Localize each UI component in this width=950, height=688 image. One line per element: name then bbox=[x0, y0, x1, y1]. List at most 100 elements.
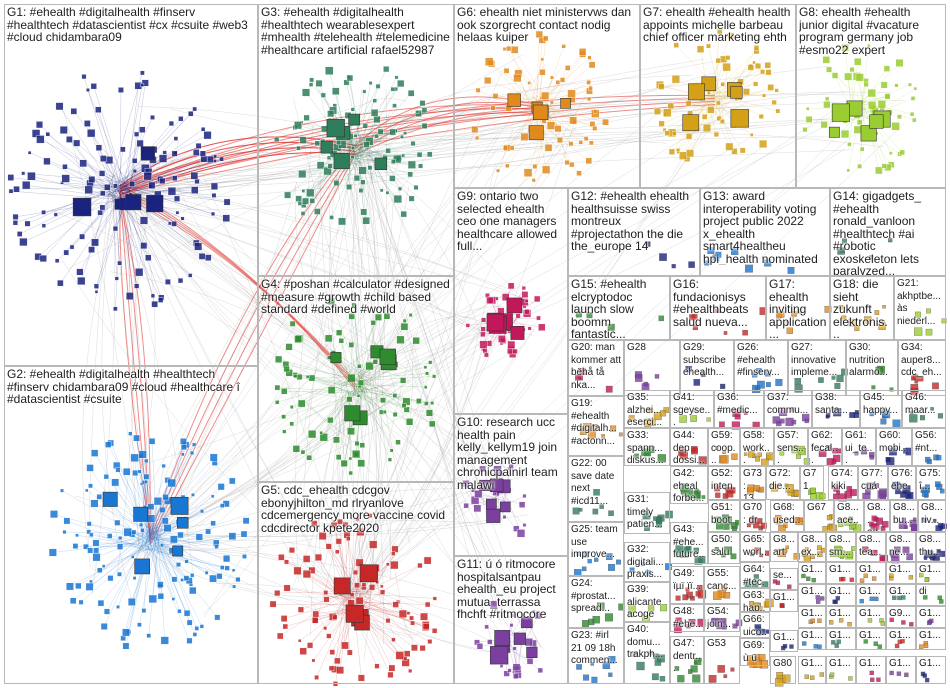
node bbox=[814, 644, 818, 648]
node bbox=[300, 648, 307, 655]
node bbox=[628, 612, 633, 617]
node bbox=[912, 118, 916, 122]
avatar-node bbox=[346, 605, 363, 622]
node bbox=[800, 518, 804, 522]
node bbox=[706, 44, 710, 48]
node bbox=[19, 238, 27, 246]
avatar-node bbox=[521, 617, 532, 628]
node bbox=[393, 602, 399, 608]
node bbox=[54, 213, 58, 217]
node bbox=[744, 453, 747, 456]
node bbox=[764, 259, 771, 266]
node bbox=[100, 191, 105, 196]
node bbox=[147, 515, 155, 523]
node bbox=[503, 146, 508, 151]
node bbox=[383, 410, 386, 413]
node bbox=[849, 319, 856, 326]
node bbox=[196, 143, 201, 148]
node bbox=[803, 127, 808, 132]
node bbox=[708, 106, 715, 113]
node bbox=[505, 164, 509, 168]
node bbox=[148, 504, 154, 510]
node bbox=[659, 235, 662, 238]
node bbox=[909, 622, 913, 626]
node bbox=[557, 137, 562, 142]
node bbox=[187, 638, 193, 644]
node bbox=[275, 400, 279, 404]
node bbox=[724, 331, 727, 334]
node bbox=[643, 512, 650, 519]
node bbox=[811, 619, 815, 623]
node bbox=[474, 490, 482, 498]
avatar-node bbox=[514, 633, 526, 645]
node bbox=[215, 615, 220, 620]
node bbox=[174, 196, 180, 202]
node bbox=[919, 645, 923, 649]
node bbox=[754, 485, 760, 491]
node bbox=[358, 675, 365, 682]
node bbox=[717, 621, 725, 629]
node bbox=[721, 82, 725, 86]
edge bbox=[70, 548, 145, 587]
node bbox=[188, 274, 192, 278]
node bbox=[931, 407, 934, 410]
node bbox=[929, 555, 932, 558]
node bbox=[371, 320, 376, 325]
node bbox=[576, 664, 581, 669]
node bbox=[375, 664, 380, 669]
node bbox=[694, 548, 699, 553]
node bbox=[508, 669, 512, 673]
node bbox=[694, 379, 700, 385]
node bbox=[693, 409, 696, 412]
node bbox=[358, 380, 364, 386]
avatar-node bbox=[327, 119, 345, 137]
avatar-node bbox=[177, 517, 188, 528]
node bbox=[707, 418, 711, 422]
node bbox=[211, 521, 216, 526]
node bbox=[841, 130, 849, 138]
node bbox=[389, 665, 395, 671]
node bbox=[172, 151, 178, 157]
node bbox=[304, 115, 310, 121]
node bbox=[633, 652, 638, 657]
node bbox=[380, 590, 385, 595]
node bbox=[756, 606, 762, 612]
node bbox=[882, 305, 885, 308]
node bbox=[569, 162, 574, 167]
node bbox=[116, 605, 119, 608]
node bbox=[131, 454, 139, 462]
node bbox=[91, 83, 97, 89]
node bbox=[754, 660, 762, 668]
node bbox=[569, 142, 573, 146]
avatar-node bbox=[486, 499, 496, 509]
node bbox=[854, 126, 862, 134]
node bbox=[79, 234, 84, 239]
node bbox=[196, 534, 203, 541]
avatar-node bbox=[527, 647, 538, 658]
node bbox=[644, 525, 649, 530]
node bbox=[686, 150, 693, 157]
node bbox=[528, 81, 531, 84]
node bbox=[392, 104, 396, 108]
node bbox=[759, 654, 765, 660]
node bbox=[357, 364, 361, 368]
node bbox=[840, 248, 844, 252]
node bbox=[588, 56, 592, 60]
node bbox=[420, 645, 426, 651]
node bbox=[825, 306, 831, 312]
node bbox=[811, 488, 816, 493]
node bbox=[787, 585, 791, 589]
node bbox=[408, 669, 412, 673]
node bbox=[172, 176, 177, 181]
node bbox=[97, 568, 102, 573]
node bbox=[792, 420, 796, 424]
node bbox=[150, 115, 154, 119]
node bbox=[523, 494, 527, 498]
node bbox=[645, 242, 650, 247]
node bbox=[302, 198, 308, 204]
avatar-node bbox=[829, 127, 839, 137]
node bbox=[393, 412, 397, 416]
node bbox=[715, 547, 719, 551]
node bbox=[829, 525, 837, 533]
node bbox=[293, 445, 300, 452]
